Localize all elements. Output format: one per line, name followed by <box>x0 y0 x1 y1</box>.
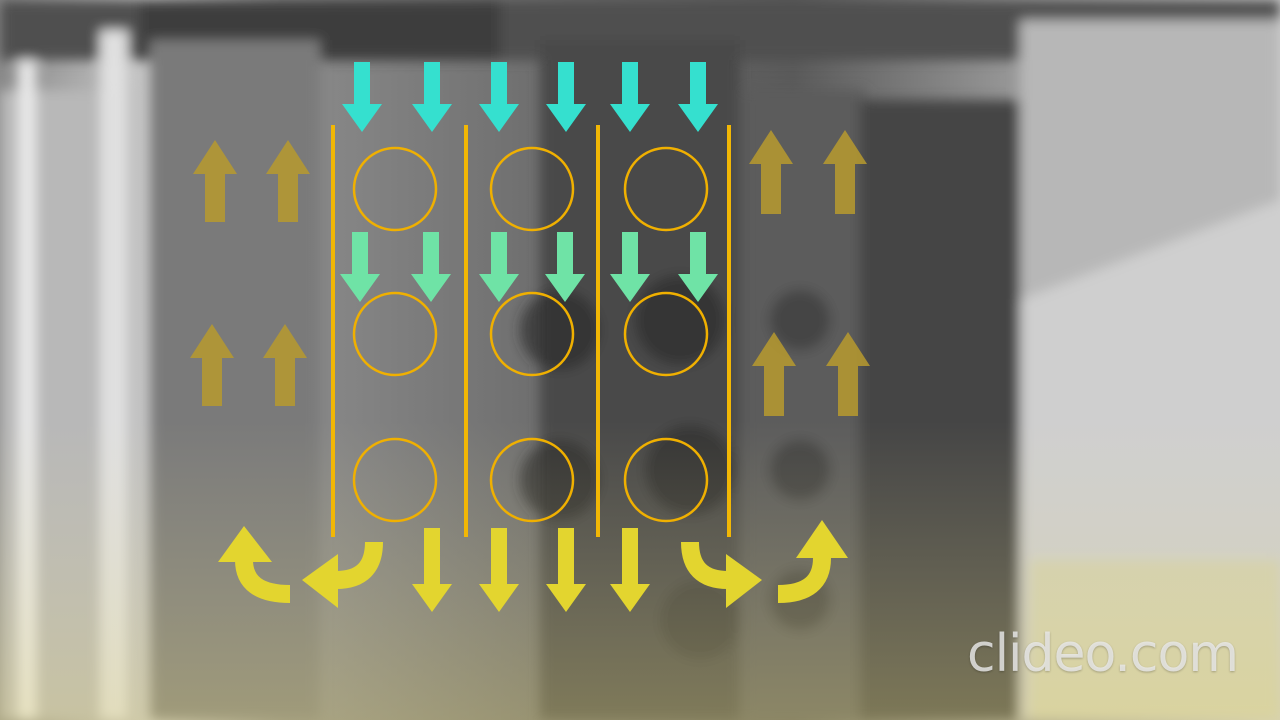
arrow-down-icon <box>545 232 585 302</box>
arrow-up-icon <box>190 324 234 406</box>
cable-rings <box>352 146 709 523</box>
arrow-down-icon <box>610 232 650 302</box>
ring-icon <box>489 437 575 523</box>
curved-arrow-icon <box>726 554 762 608</box>
curved-arrow-icon <box>218 526 272 562</box>
arrow-down-icon <box>546 528 586 612</box>
arrow-down-icon <box>412 62 452 132</box>
cool-air-arrows <box>340 62 718 302</box>
curved-arrow-icon <box>777 557 831 603</box>
arrow-down-icon <box>546 62 586 132</box>
curved-arrow-icon <box>681 541 729 589</box>
watermark-text: clideo.com <box>967 624 1239 684</box>
ring-icon <box>352 146 438 232</box>
arrow-up-icon <box>263 324 307 406</box>
arrow-down-icon <box>610 62 650 132</box>
curved-arrow-icon <box>796 520 848 558</box>
curved-arrow-icon <box>335 541 383 589</box>
ring-icon <box>352 291 438 377</box>
arrow-up-icon <box>193 140 237 222</box>
arrow-down-icon <box>479 232 519 302</box>
arrow-up-icon <box>826 332 870 416</box>
exhaust-arrows <box>218 520 848 612</box>
ring-icon <box>489 146 575 232</box>
arrow-up-icon <box>749 130 793 214</box>
warm-air-arrows <box>190 130 870 416</box>
ring-icon <box>623 437 709 523</box>
ring-icon <box>489 291 575 377</box>
curved-arrow-icon <box>302 554 338 608</box>
rack-dividers <box>331 125 731 537</box>
arrow-down-icon <box>610 528 650 612</box>
ring-icon <box>623 291 709 377</box>
arrow-up-icon <box>752 332 796 416</box>
arrow-down-icon <box>678 232 718 302</box>
arrow-up-icon <box>266 140 310 222</box>
arrow-down-icon <box>678 62 718 132</box>
arrow-down-icon <box>342 62 382 132</box>
arrow-down-icon <box>411 232 451 302</box>
arrow-down-icon <box>479 62 519 132</box>
arrow-down-icon <box>479 528 519 612</box>
arrow-down-icon <box>412 528 452 612</box>
curved-arrow-icon <box>235 559 291 603</box>
ring-icon <box>623 146 709 232</box>
arrow-down-icon <box>340 232 380 302</box>
arrow-up-icon <box>823 130 867 214</box>
ring-icon <box>352 437 438 523</box>
